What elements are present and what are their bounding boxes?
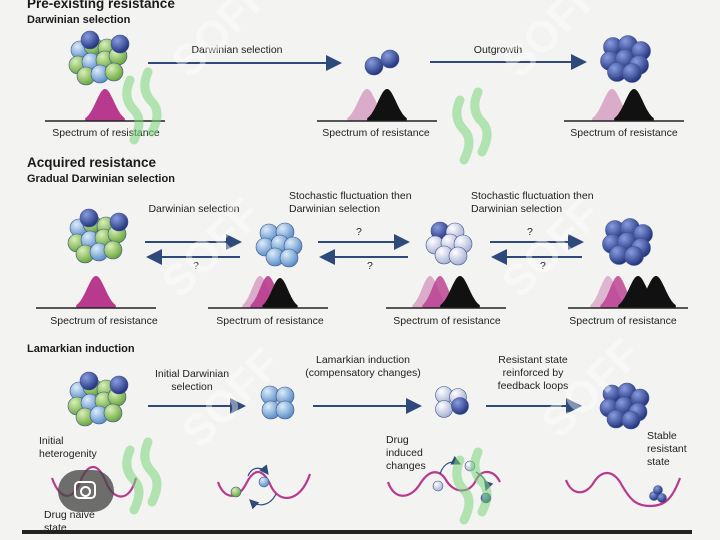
watermark-logo-2 bbox=[452, 87, 492, 165]
question-mark-3: ? bbox=[367, 260, 373, 272]
cell-cluster-intermediate bbox=[255, 222, 303, 268]
bottom-divider bbox=[22, 530, 692, 534]
spectrum-curve-3 bbox=[564, 89, 684, 122]
arrow-label-stochastic-2: Stochastic fluctuation then Darwinian se… bbox=[471, 190, 594, 215]
arrow-label-lamarkian-induction: Lamarkian induction (compensatory change… bbox=[305, 354, 421, 379]
question-mark-4: ? bbox=[527, 226, 533, 238]
cell-cluster-heterogeneous-2 bbox=[67, 208, 129, 264]
spectrum-label-3: Spectrum of resistance bbox=[570, 127, 678, 139]
cell-cluster-resistant-2 bbox=[602, 218, 653, 266]
arrow-label-feedback: Resistant state reinforced by feedback l… bbox=[497, 354, 569, 392]
cell-cluster-small-blue bbox=[260, 385, 295, 420]
spectrum-label-2: Spectrum of resistance bbox=[322, 127, 430, 139]
cell-cluster-heterogeneous-1 bbox=[68, 30, 130, 86]
watermark-text-1: SOFF bbox=[162, 0, 280, 87]
arrow-label-darwinian-selection-2: Darwinian selection bbox=[148, 203, 240, 215]
energy-landscape-2 bbox=[216, 464, 312, 510]
spectrum-curve-4 bbox=[36, 276, 156, 309]
spectrum-curve-2 bbox=[317, 89, 437, 122]
section-title-preexisting: Pre-existing resistance bbox=[27, 0, 175, 11]
label-stable-resistant: Stable resistant state bbox=[647, 430, 687, 468]
cell-cluster-resistant-few bbox=[364, 49, 400, 76]
spectrum-curve-6 bbox=[386, 276, 506, 309]
arrow-label-darwinian-selection: Darwinian selection bbox=[191, 44, 283, 56]
watermark-logo-1 bbox=[122, 67, 162, 145]
section-subtitle-darwinian: Darwinian selection bbox=[27, 14, 131, 26]
spectrum-curve-5 bbox=[208, 276, 328, 309]
section-subtitle-gradual: Gradual Darwinian selection bbox=[27, 173, 175, 185]
question-mark-2: ? bbox=[356, 226, 362, 238]
spectrum-label-6: Spectrum of resistance bbox=[393, 315, 501, 327]
cell-cluster-mixed-pale bbox=[425, 221, 473, 266]
question-mark-1: ? bbox=[193, 260, 199, 272]
watermark-logo-4 bbox=[452, 447, 492, 525]
spectrum-curve-1 bbox=[45, 89, 165, 122]
spectrum-label-4: Spectrum of resistance bbox=[50, 315, 158, 327]
watermark-logo-3 bbox=[122, 437, 162, 515]
image-search-badge[interactable] bbox=[58, 470, 114, 512]
section-title-acquired: Acquired resistance bbox=[27, 155, 157, 170]
cell-cluster-resistant-3 bbox=[599, 382, 650, 430]
section-title-lamarkian: Lamarkian induction bbox=[27, 343, 135, 355]
watermark-text-4: SOFF bbox=[492, 189, 610, 307]
label-initial-heterogenity: Initial heterogenity bbox=[39, 435, 97, 460]
cell-cluster-resistant-1 bbox=[600, 35, 651, 83]
arrow-label-initial-darwinian: Initial Darwinian selection bbox=[154, 368, 230, 393]
cell-cluster-heterogeneous-3 bbox=[67, 371, 129, 427]
spectrum-label-7: Spectrum of resistance bbox=[569, 315, 677, 327]
spectrum-curve-7 bbox=[568, 276, 688, 309]
camera-lens-icon bbox=[74, 481, 96, 499]
spectrum-label-5: Spectrum of resistance bbox=[216, 315, 324, 327]
arrow-label-outgrowth: Outgrowth bbox=[473, 44, 523, 56]
cell-cluster-induced bbox=[435, 386, 469, 418]
question-mark-5: ? bbox=[540, 260, 546, 272]
energy-landscape-4 bbox=[564, 471, 682, 508]
watermark-text-2: SOFF bbox=[492, 0, 610, 87]
label-drug-induced: Drug induced changes bbox=[386, 434, 426, 472]
arrow-label-stochastic-1: Stochastic fluctuation then Darwinian se… bbox=[289, 190, 412, 215]
